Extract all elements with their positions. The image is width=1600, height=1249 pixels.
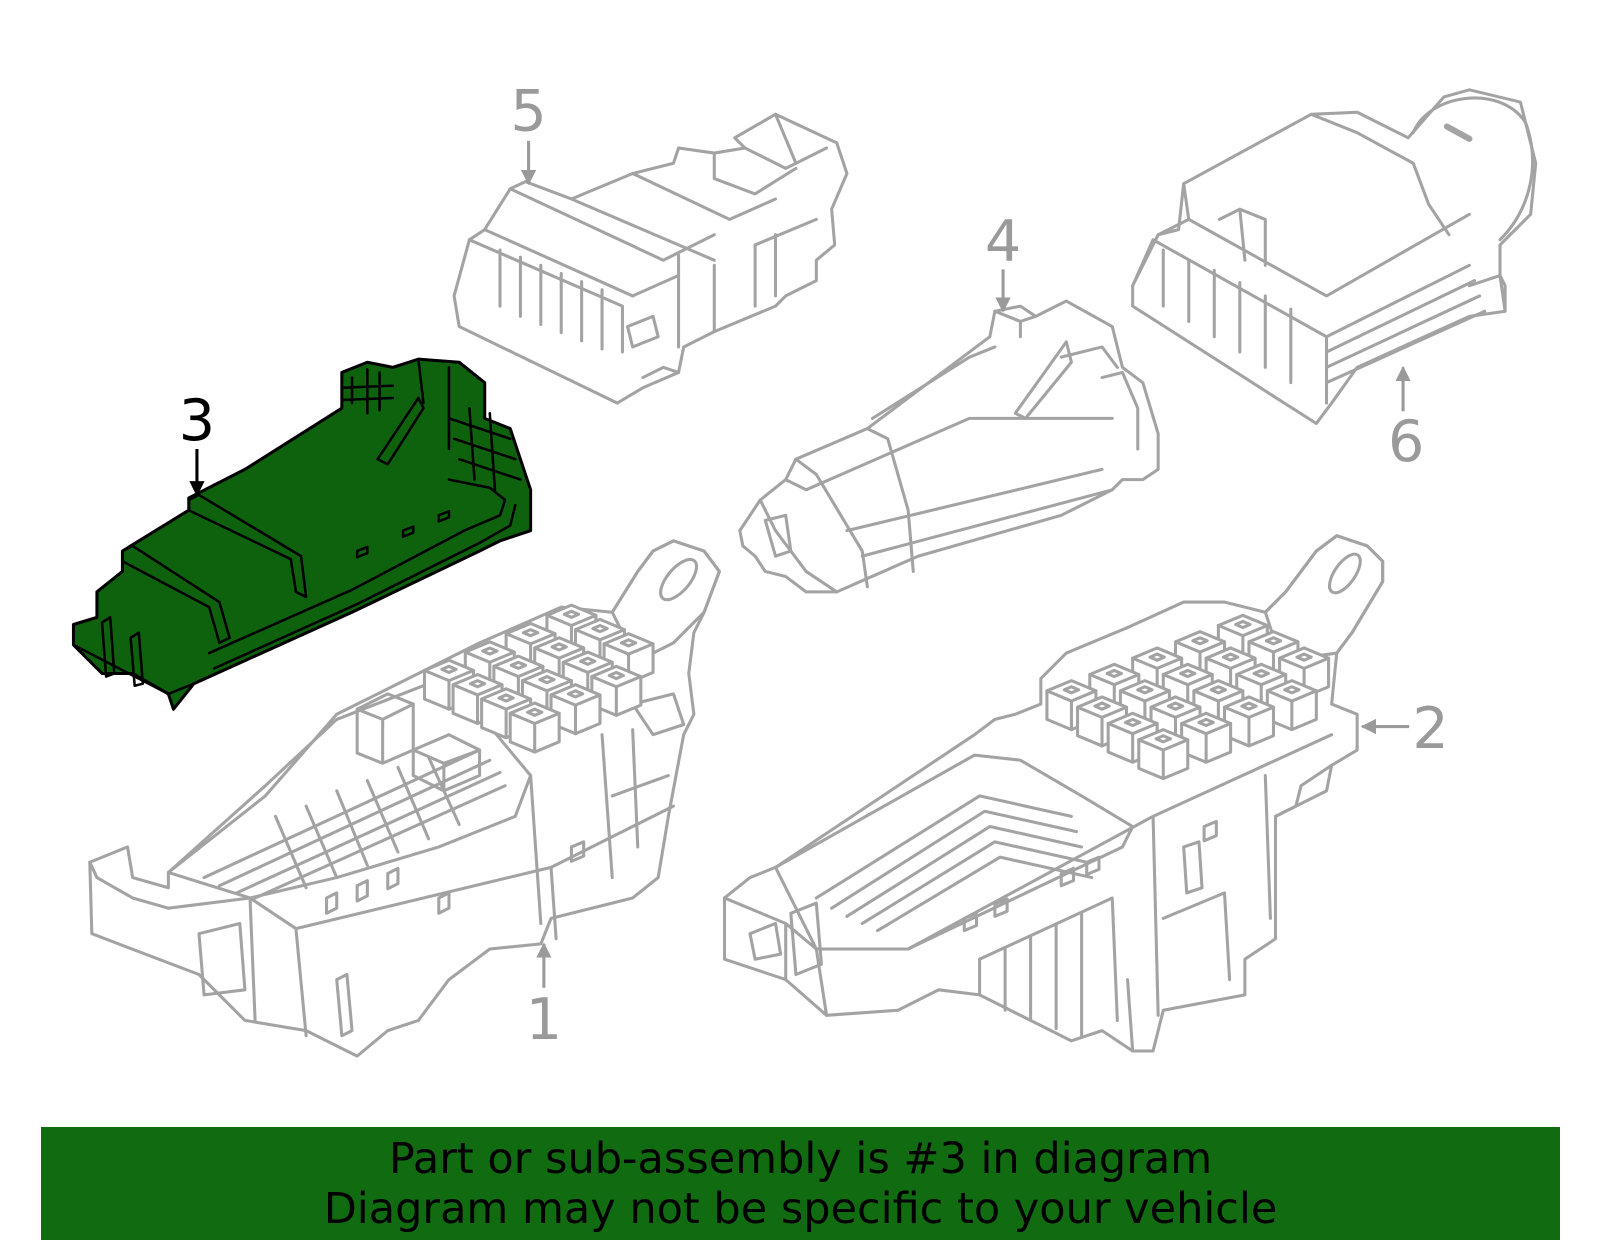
part-4-drawing xyxy=(738,299,1160,594)
callout-label-2: 2 xyxy=(1412,696,1448,762)
callout-label-4: 4 xyxy=(985,209,1021,275)
callout-label-1: 1 xyxy=(526,987,562,1053)
part-3-drawing-highlighted xyxy=(71,357,533,711)
callout-label-6: 6 xyxy=(1388,409,1424,475)
banner-line-disclaimer: Diagram may not be specific to your vehi… xyxy=(323,1183,1278,1234)
relay-block xyxy=(508,701,561,754)
banner-line-part-number: Part or sub-assembly is #3 in diagram xyxy=(388,1133,1213,1184)
callout-6: 6 xyxy=(1388,365,1424,475)
part-6-drawing xyxy=(1131,88,1538,426)
callout-label-5: 5 xyxy=(510,79,546,145)
callout-1: 1 xyxy=(526,942,562,1053)
callout-4: 4 xyxy=(985,209,1021,313)
info-banner: Part or sub-assembly is #3 in diagram Di… xyxy=(41,1127,1560,1240)
callout-label-3: 3 xyxy=(179,388,215,454)
part-2-drawing xyxy=(722,534,1385,1053)
relay-block xyxy=(1137,728,1190,781)
callout-5: 5 xyxy=(510,79,547,186)
callout-3: 3 xyxy=(179,388,215,497)
part-1-drawing xyxy=(88,539,721,1058)
callout-2: 2 xyxy=(1360,696,1449,762)
part-5-drawing xyxy=(452,112,849,405)
